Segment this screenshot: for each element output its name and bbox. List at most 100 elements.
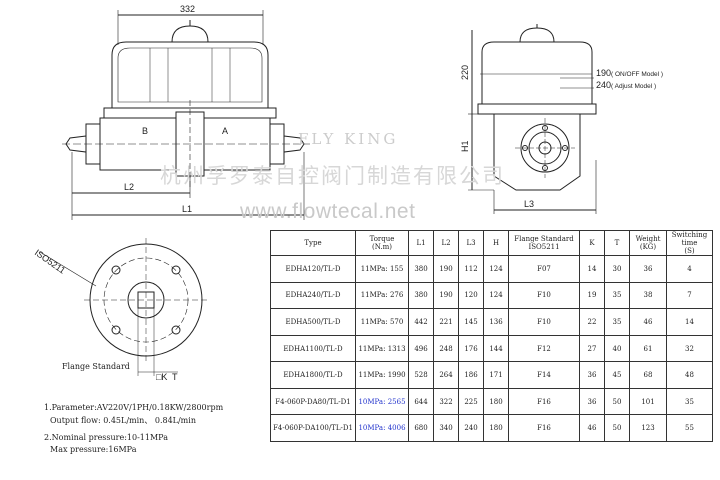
cell-torque: 11MPa: 1313: [355, 334, 409, 363]
cell-switching-time: 7: [666, 281, 713, 310]
dim-190-label: 190: [596, 68, 611, 78]
cell-type: EDHA1100/TL-D: [270, 334, 356, 363]
cell-k: 14: [579, 255, 605, 283]
cell-l2: 190: [433, 255, 459, 283]
cell-weight: 46: [629, 308, 667, 336]
cell-k: 27: [579, 334, 605, 363]
cell-torque: 11MPa: 155: [355, 255, 409, 283]
cell-weight: 61: [629, 334, 667, 363]
th-torque: Torque(N.m): [355, 229, 409, 257]
cell-switching-time: 35: [666, 387, 713, 416]
cell-weight: 38: [629, 281, 667, 310]
cell-k: 36: [579, 387, 605, 416]
brand-watermark: FLY KING: [298, 130, 399, 148]
spec-table: Type Torque(N.m) L1 L2 L3 H Flange Stand…: [270, 229, 713, 442]
cell-flange: F16: [508, 387, 580, 416]
cell-torque-value: 2565: [387, 397, 406, 406]
cell-l2: 190: [433, 281, 459, 310]
cell-l3: 120: [458, 281, 484, 310]
dim-240-note: ( Adjust Model ): [611, 83, 656, 90]
cell-l1: 496: [408, 334, 434, 363]
cell-weight: 123: [629, 414, 667, 442]
cell-pressure: 11MPa:: [360, 317, 388, 326]
dim-220-label: 220: [460, 65, 470, 80]
side-motor-cover: [481, 41, 593, 105]
note-nominal-pressure: 2.Nominal pressure:10-11MPa: [44, 433, 168, 442]
cell-t: 35: [604, 281, 630, 310]
cell-h: 144: [483, 334, 509, 363]
cell-l1: 644: [408, 387, 434, 416]
cell-l2: 322: [433, 387, 459, 416]
cell-k: 22: [579, 308, 605, 336]
company-watermark: 杭州孚罗泰自控阀门制造有限公司: [160, 164, 505, 188]
cell-l1: 380: [408, 255, 434, 283]
th-t: T: [604, 229, 630, 257]
cell-flange: F16: [508, 414, 580, 442]
dim-l2-label: L2: [124, 182, 134, 192]
cell-flange: F12: [508, 334, 580, 363]
cell-pressure: 10MPa:: [358, 397, 386, 406]
cell-weight: 68: [629, 361, 667, 389]
dim-l1-label: L1: [182, 204, 192, 214]
cell-type: EDHA120/TL-D: [270, 255, 356, 283]
cell-l3: 186: [458, 361, 484, 389]
flange-caption: Flange Standard: [62, 362, 130, 371]
cell-weight: 101: [629, 387, 667, 416]
cell-h: 136: [483, 308, 509, 336]
cell-t: 40: [604, 334, 630, 363]
cell-switching-time: 48: [666, 361, 713, 389]
cell-torque: 11MPa: 1990: [355, 361, 409, 389]
cell-torque-value: 1990: [387, 371, 406, 380]
cell-pressure: 11MPa:: [360, 291, 388, 300]
cell-l1: 528: [408, 361, 434, 389]
cell-torque: 10MPa: 2565: [355, 387, 409, 416]
cell-h: 124: [483, 281, 509, 310]
th-l3: L3: [458, 229, 484, 257]
cell-l3: 176: [458, 334, 484, 363]
flange-key-label: □K: [156, 372, 167, 382]
cell-torque-value: 570: [389, 317, 404, 326]
cell-l2: 264: [433, 361, 459, 389]
cell-h: 171: [483, 361, 509, 389]
cell-k: 36: [579, 361, 605, 389]
th-type: Type: [270, 229, 356, 257]
cell-l2: 221: [433, 308, 459, 336]
th-k: K: [579, 229, 605, 257]
flange-key-t: T: [172, 372, 178, 382]
cell-switching-time: 14: [666, 308, 713, 336]
cell-l2: 340: [433, 414, 459, 442]
cell-type: EDHA500/TL-D: [270, 308, 356, 336]
cell-type: F4-060P-DA80/TL-D1: [270, 387, 356, 416]
dim-h1-label: H1: [460, 140, 470, 152]
cell-l2: 248: [433, 334, 459, 363]
url-watermark: www.flowtecal.net: [240, 200, 416, 223]
note-max-pressure: Max pressure:16MPa: [50, 445, 137, 454]
port-a-label: A: [222, 126, 228, 136]
cell-l3: 112: [458, 255, 484, 283]
cell-flange: F07: [508, 255, 580, 283]
cell-torque-value: 276: [389, 291, 404, 300]
cell-flange: F10: [508, 281, 580, 310]
port-b-label: B: [142, 126, 148, 136]
table-header-row: Type Torque(N.m) L1 L2 L3 H Flange Stand…: [270, 229, 713, 257]
cell-t: 45: [604, 361, 630, 389]
cell-torque: 10MPa: 4006: [355, 414, 409, 442]
cell-switching-time: 32: [666, 334, 713, 363]
cell-pressure: 11MPa:: [358, 371, 386, 380]
cell-torque: 11MPa: 570: [355, 308, 409, 336]
cell-h: 180: [483, 387, 509, 416]
cell-l1: 442: [408, 308, 434, 336]
cell-pressure: 11MPa:: [360, 264, 388, 273]
cell-t: 50: [604, 414, 630, 442]
cell-switching-time: 55: [666, 414, 713, 442]
cell-flange: F10: [508, 308, 580, 336]
th-l1: L1: [408, 229, 434, 257]
cell-t: 30: [604, 255, 630, 283]
